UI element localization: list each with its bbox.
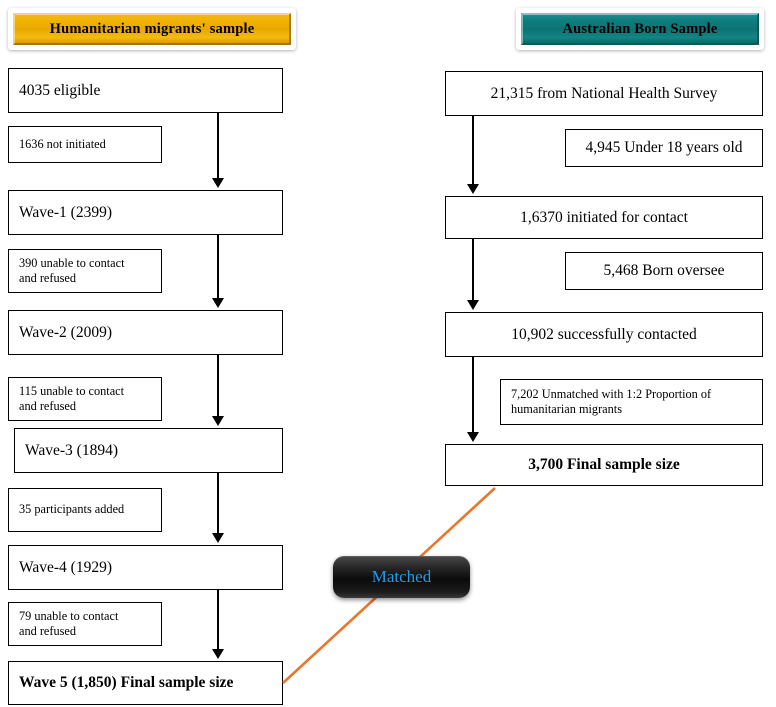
right-main-box-contacted: 10,902 successfully contacted (445, 312, 763, 357)
right-main-box-final-label: 3,700 Final sample size (528, 456, 680, 474)
left-main-box-wave4: Wave-4 (1929) (8, 545, 283, 590)
right-side-box-unmatched-line1: 7,202 Unmatched with 1:2 Proportion of (511, 386, 712, 401)
matched-badge-label: Matched (371, 567, 432, 586)
left-side-box-390-line2: and refused (19, 271, 77, 285)
right-side-box-unmatched-line2: humanitarian migrants (511, 402, 622, 416)
left-main-box-eligible: 4035 eligible (8, 68, 283, 113)
left-main-box-wave3-label: Wave-3 (1894) (25, 441, 119, 459)
left-side-box-115: 115 unable to contact and refused (8, 377, 162, 421)
left-arrow-1-head (212, 178, 224, 188)
left-side-box-35-added: 35 participants added (8, 488, 162, 532)
right-arrow-3-head (467, 432, 479, 442)
right-main-box-final: 3,700 Final sample size (445, 444, 763, 486)
left-main-box-wave2: Wave-2 (2009) (8, 310, 283, 355)
left-arrow-5-head (212, 649, 224, 659)
left-main-box-wave1-label: Wave-1 (2399) (19, 203, 113, 221)
left-arrow-1-line (217, 113, 219, 178)
left-arrow-3-line (217, 355, 219, 416)
left-side-box-390-line1: 390 unable to contact (19, 255, 125, 270)
right-main-box-nhs-label: 21,315 from National Health Survey (490, 84, 718, 102)
left-arrow-4-line (217, 473, 219, 533)
right-main-box-initiated: 1,6370 initiated for contact (445, 196, 763, 239)
left-main-box-final-label: Wave 5 (1,850) Final sample size (19, 674, 234, 692)
left-arrow-3-head (212, 416, 224, 426)
left-arrow-2-head (212, 298, 224, 308)
left-side-box-390: 390 unable to contact and refused (8, 249, 162, 293)
right-arrow-2-head (467, 300, 479, 310)
right-side-box-born-overseas: 5,468 Born oversee (565, 252, 763, 290)
left-side-box-115-line2: and refused (19, 399, 77, 413)
left-main-box-wave1: Wave-1 (2399) (8, 190, 283, 235)
left-side-box-35-added-line1: 35 participants added (19, 502, 125, 517)
left-column-header-label: Humanitarian migrants' sample (13, 13, 291, 45)
left-main-box-wave2-label: Wave-2 (2009) (19, 323, 113, 341)
left-side-box-79: 79 unable to contact and refused (8, 602, 162, 646)
right-side-box-unmatched: 7,202 Unmatched with 1:2 Proportion of h… (500, 379, 763, 425)
right-main-box-nhs: 21,315 from National Health Survey (445, 71, 763, 116)
right-main-box-initiated-label: 1,6370 initiated for contact (520, 208, 688, 226)
left-arrow-2-line (217, 235, 219, 298)
left-side-box-79-line1: 79 unable to contact (19, 608, 119, 623)
right-arrow-3-line (472, 357, 474, 432)
right-main-box-contacted-label: 10,902 successfully contacted (511, 325, 697, 343)
left-side-box-not-initiated: 1636 not initiated (8, 126, 162, 163)
left-arrow-4-head (212, 533, 224, 543)
right-arrow-2-line (472, 239, 474, 300)
right-side-box-born-overseas-label: 5,468 Born oversee (603, 262, 725, 280)
right-arrow-1-line (472, 116, 474, 184)
left-side-box-not-initiated-line1: 1636 not initiated (19, 136, 106, 151)
right-arrow-1-head (467, 184, 479, 194)
right-column-header: Australian Born Sample (516, 8, 764, 50)
left-main-box-final: Wave 5 (1,850) Final sample size (8, 661, 283, 705)
left-main-box-eligible-label: 4035 eligible (19, 81, 101, 99)
left-main-box-wave3: Wave-3 (1894) (14, 428, 283, 473)
matched-badge[interactable]: Matched (333, 556, 470, 598)
right-side-box-under18: 4,945 Under 18 years old (565, 129, 763, 167)
left-column-header: Humanitarian migrants' sample (8, 8, 296, 50)
right-side-box-under18-label: 4,945 Under 18 years old (585, 139, 743, 157)
right-column-header-label: Australian Born Sample (521, 13, 759, 45)
left-side-box-115-line1: 115 unable to contact (19, 383, 125, 398)
left-side-box-79-line2: and refused (19, 624, 77, 638)
left-main-box-wave4-label: Wave-4 (1929) (19, 558, 113, 576)
left-arrow-5-line (217, 590, 219, 649)
